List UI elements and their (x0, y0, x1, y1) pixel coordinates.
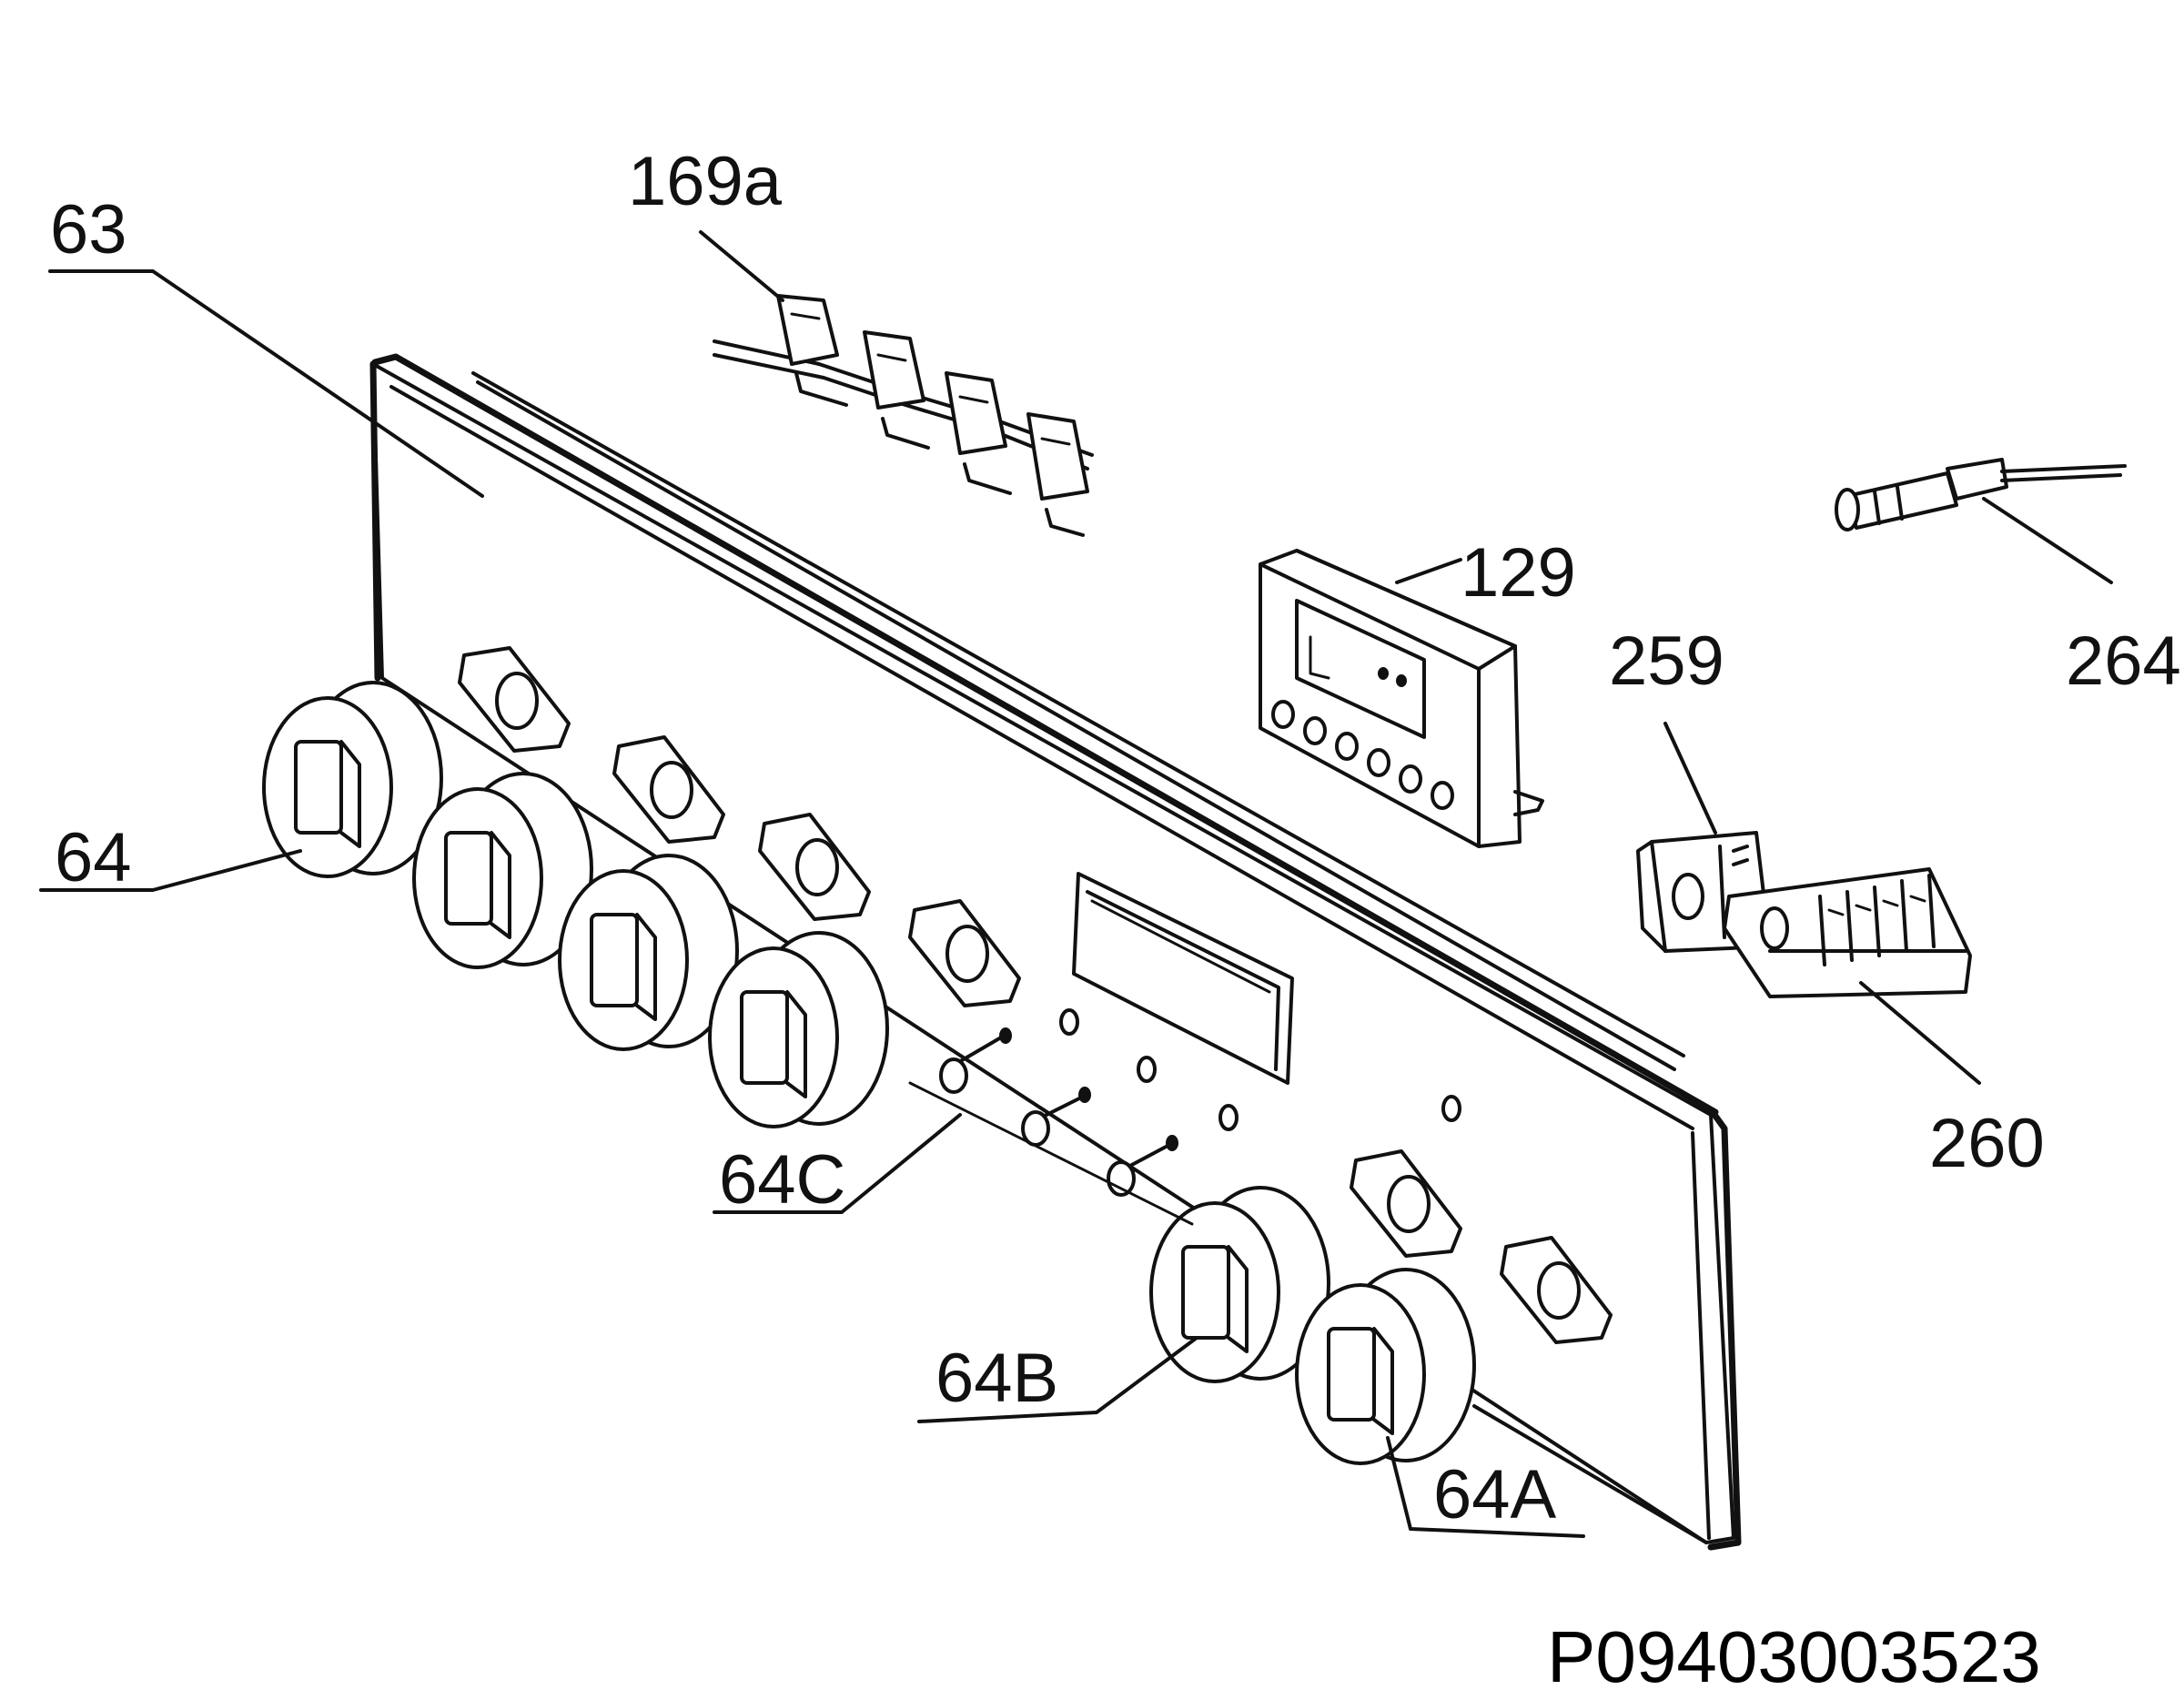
control-panel-part-63 (369, 353, 1742, 1551)
label-129: 129 (1461, 534, 1576, 612)
label-259: 259 (1609, 622, 1724, 700)
electronic-timer-part-129 (1259, 549, 1544, 848)
knob-64-2 (412, 772, 593, 969)
label-264: 264 (2066, 622, 2181, 700)
knob-bezel (908, 899, 1021, 1007)
label-64: 64 (55, 819, 132, 896)
knob-64-4 (708, 931, 889, 1128)
switch-block-part-169a (713, 294, 1094, 537)
knob-bezel (458, 646, 571, 753)
screw (1021, 1087, 1091, 1147)
switch-part-260 (1723, 867, 1972, 998)
label-64B: 64B (935, 1340, 1058, 1417)
label-64C: 64C (719, 1141, 845, 1219)
label-63: 63 (50, 191, 127, 268)
knob-bezel (1500, 1236, 1613, 1344)
diagram-reference-number: P09403003523 (1547, 1616, 2041, 1697)
knob-64-1 (262, 681, 443, 878)
knob-bezel (1350, 1149, 1462, 1258)
label-260: 260 (1929, 1105, 2045, 1182)
label-64A: 64A (1433, 1456, 1557, 1533)
igniter-part-264 (1835, 458, 2127, 531)
knob-64B (1149, 1186, 1330, 1383)
knob-64A (1295, 1268, 1476, 1465)
leader-lines (39, 230, 2113, 1538)
knob-64-3 (558, 854, 739, 1051)
knob-bezel (758, 813, 871, 921)
label-169a: 169a (628, 143, 783, 220)
screw-64C (939, 1027, 1012, 1094)
knob-bezel (612, 735, 725, 844)
